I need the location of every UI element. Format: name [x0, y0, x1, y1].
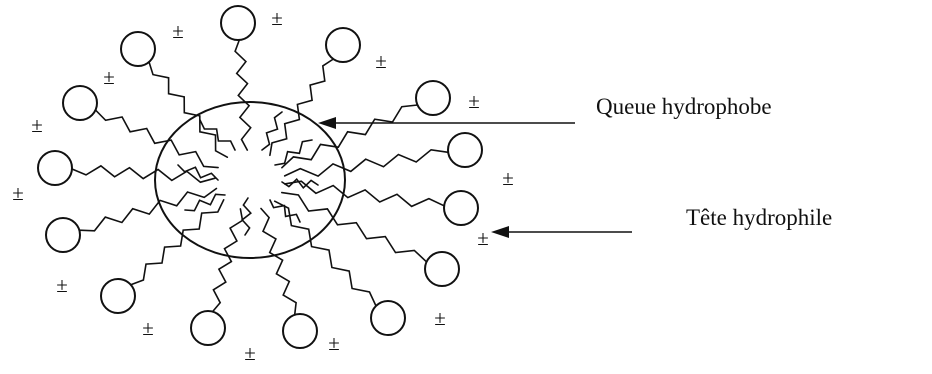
- tail-13: [94, 109, 219, 169]
- inner-tail-5: [184, 193, 226, 212]
- inner-tail-3: [274, 139, 313, 166]
- tail-5: [283, 180, 445, 208]
- inner-tail-8: [281, 178, 319, 189]
- charge-14: ±: [172, 19, 184, 43]
- head-pointer-arrowhead: [491, 226, 509, 238]
- charge-11: ±: [12, 181, 24, 205]
- head-9: [190, 310, 226, 346]
- tail-2: [269, 58, 335, 157]
- tail-11: [78, 187, 218, 232]
- charge-4: ±: [502, 166, 514, 190]
- tail-1: [234, 39, 252, 151]
- charge-9: ±: [142, 316, 154, 340]
- head-label: Tête hydrophile: [686, 205, 832, 230]
- head-1: [220, 5, 256, 41]
- head-8: [282, 313, 318, 349]
- charge-12: ±: [31, 113, 43, 137]
- charge-13: ±: [103, 65, 115, 89]
- head-5: [443, 190, 479, 226]
- head-6: [424, 251, 460, 287]
- head-13: [62, 85, 98, 121]
- inner-tail-1: [199, 119, 236, 151]
- head-2: [325, 27, 361, 63]
- head-11: [45, 217, 81, 253]
- charge-8: ±: [244, 341, 256, 365]
- tail-label: Queue hydrophobe: [596, 94, 772, 119]
- charge-10: ±: [56, 273, 68, 297]
- tail-14: [148, 61, 229, 158]
- charge-symbols: ± ± ± ± ± ± ± ± ± ± ± ± ± ±: [12, 6, 514, 365]
- head-12: [37, 150, 73, 186]
- tail-10: [130, 199, 225, 286]
- tail-3: [281, 104, 419, 169]
- inner-tail-7: [269, 199, 301, 223]
- charge-2: ±: [375, 49, 387, 73]
- charge-7: ±: [328, 331, 340, 355]
- head-10: [100, 278, 136, 314]
- inner-tail-6: [241, 197, 252, 236]
- tail-12: [71, 164, 216, 184]
- inner-tails: [177, 111, 319, 236]
- hydrophobic-tails: [71, 39, 449, 316]
- inner-tail-4: [177, 164, 219, 181]
- tail-4: [283, 148, 449, 178]
- tail-7: [273, 200, 377, 307]
- charge-6: ±: [434, 306, 446, 330]
- head-7: [370, 300, 406, 336]
- tail-pointer-arrowhead: [318, 117, 336, 129]
- hydrophilic-heads: [37, 5, 483, 349]
- charge-3: ±: [468, 89, 480, 113]
- micelle-core: [154, 101, 346, 259]
- head-14: [120, 31, 156, 67]
- inner-tail-2: [261, 111, 283, 151]
- tail-9: [211, 208, 244, 313]
- head-4: [447, 132, 483, 168]
- charge-1: ±: [271, 6, 283, 30]
- tail-6: [281, 191, 428, 263]
- tail-8: [260, 207, 297, 316]
- charge-5: ±: [477, 226, 489, 250]
- head-3: [415, 80, 451, 116]
